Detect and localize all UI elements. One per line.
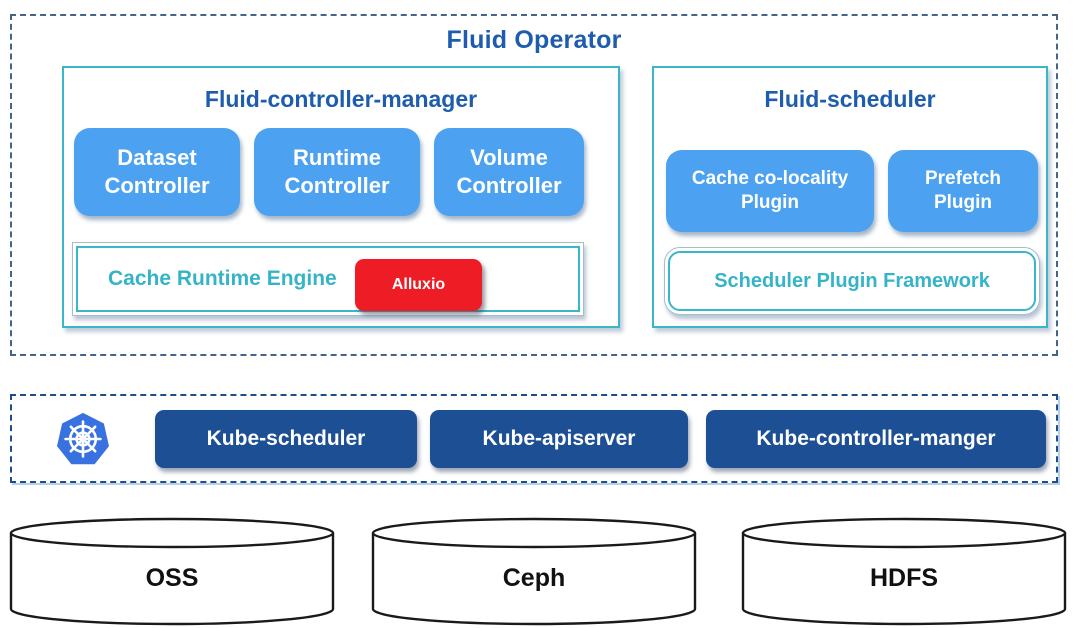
volume-controller-button: Volume Controller [434,128,584,216]
runtime-controller-button: Runtime Controller [254,128,420,216]
plugin-button-row: Cache co-locality Plugin Prefetch Plugin [666,150,1038,232]
fluid-controller-manager-title: Fluid-controller-manager [204,86,478,112]
fluid-operator-panel: Fluid Operator Fluid-controller-manager … [10,14,1058,356]
cache-runtime-engine-box: Cache Runtime Engine Alluxio [72,242,584,316]
cylinder-shape [371,517,697,626]
scheduler-plugin-framework-label: Scheduler Plugin Framework [714,269,990,292]
fluid-scheduler-box: Fluid-scheduler Cache co-locality Plugin… [652,66,1048,328]
controller-button-row: Dataset Controller Runtime Controller Vo… [74,128,584,216]
cylinder-shape [9,517,335,626]
cache-runtime-engine-label: Cache Runtime Engine [108,267,337,290]
kubernetes-panel: Kube-scheduler Kube-apiserver Kube-contr… [10,394,1058,483]
storage-label-ceph: Ceph [502,564,566,592]
fluid-operator-title: Fluid Operator [446,26,622,54]
cylinder-shape [741,517,1067,626]
storage-cylinder-oss: OSS [8,516,336,628]
kube-apiserver-button: Kube-apiserver [430,410,688,468]
kubernetes-logo-icon [57,412,109,465]
dataset-controller-button: Dataset Controller [74,128,240,216]
prefetch-plugin-button: Prefetch Plugin [888,150,1038,232]
storage-label-oss: OSS [145,564,199,592]
kube-controller-manager-button: Kube-controller-manger [706,410,1046,468]
kube-scheduler-button: Kube-scheduler [155,410,417,468]
fluid-scheduler-title: Fluid-scheduler [764,86,936,112]
storage-cylinder-hdfs: HDFS [740,516,1068,628]
cache-co-locality-plugin-button: Cache co-locality Plugin [666,150,874,232]
storage-cylinder-ceph: Ceph [370,516,698,628]
fluid-controller-manager-box: Fluid-controller-manager Dataset Control… [62,66,620,328]
scheduler-plugin-framework-box: Scheduler Plugin Framework [664,247,1040,315]
storage-label-hdfs: HDFS [869,564,939,592]
alluxio-badge: Alluxio [355,259,482,311]
